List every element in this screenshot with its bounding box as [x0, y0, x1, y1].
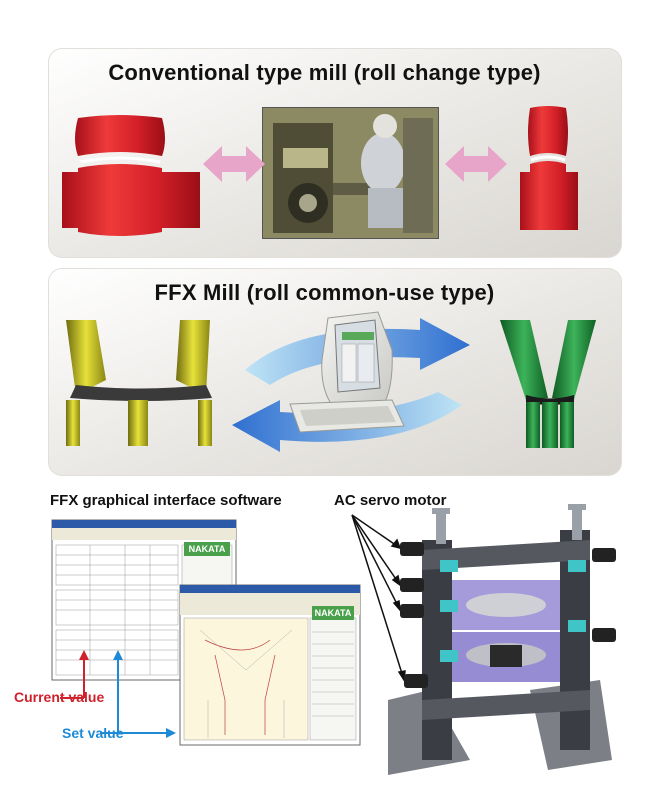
conventional-roll-right	[520, 106, 578, 230]
mill-stand-illustration	[388, 504, 616, 775]
motor-caption: AC servo motor	[334, 492, 447, 509]
ffx-roll-left	[66, 320, 212, 446]
software-window-front	[179, 584, 361, 746]
conventional-mill-title: Conventional type mill (roll change type…	[108, 60, 541, 85]
software-caption: FFX graphical interface software	[50, 492, 282, 509]
pink-double-arrow-right	[445, 146, 507, 182]
ffx-mill-title: FFX Mill (roll common-use type)	[154, 280, 495, 305]
set-value-label: Set value	[62, 725, 124, 741]
conventional-roll-left	[62, 115, 200, 236]
computer-icon	[289, 311, 405, 433]
current-value-label: Current value	[14, 689, 105, 705]
current-value-pointer	[60, 650, 89, 699]
software-logo-back: NAKATA	[188, 544, 226, 554]
pink-double-arrow-left	[203, 146, 265, 182]
set-value-pointer	[100, 650, 176, 738]
software-logo-front: NAKATA	[314, 608, 352, 618]
roll-change-photo	[262, 107, 439, 239]
ffx-roll-right	[500, 320, 596, 448]
